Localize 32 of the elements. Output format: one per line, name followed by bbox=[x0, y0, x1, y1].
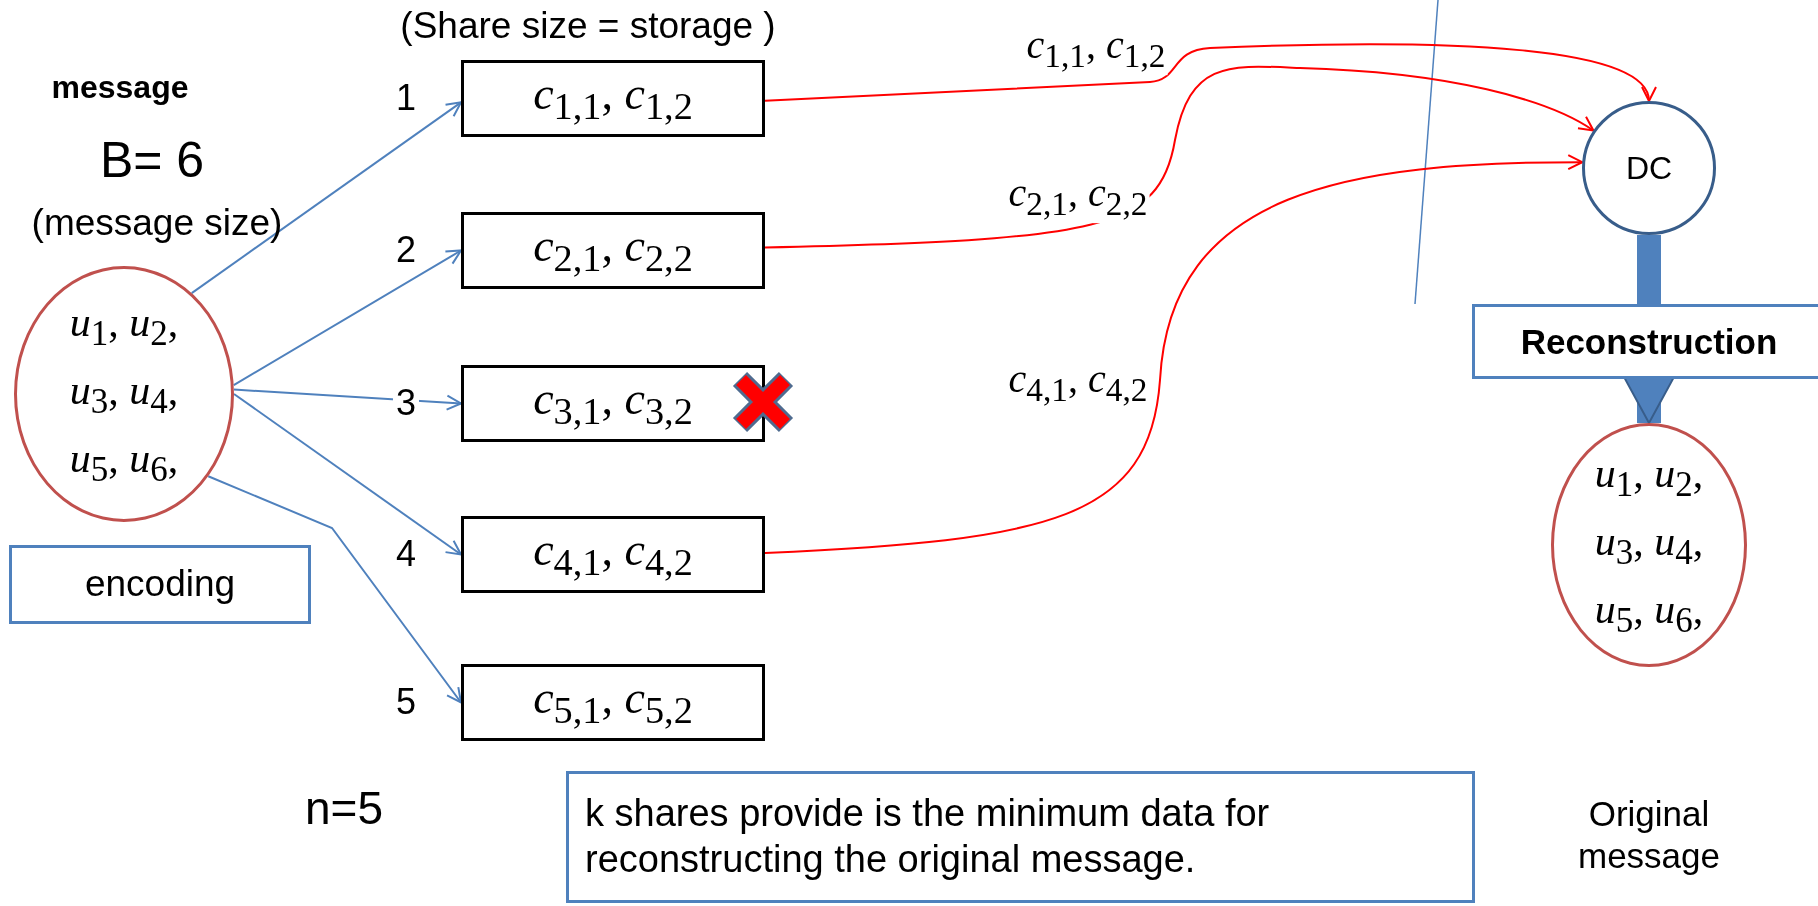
arrow bbox=[764, 154, 1584, 554]
text-label: message bbox=[51, 68, 189, 106]
text-frame bbox=[566, 771, 1475, 903]
node-text: u$_{3}$, u$_{4}$, bbox=[1594, 516, 1704, 575]
node-text: Reconstruction bbox=[1520, 320, 1778, 363]
node-text: u$_{1}$, u$_{2}$, bbox=[69, 297, 179, 356]
node-text: c$_{4,1}$, c$_{4,2}$ bbox=[533, 523, 693, 586]
node-text: c$_{2,1}$, c$_{2,2}$ bbox=[533, 219, 693, 282]
node-text: u$_{5}$, u$_{6}$, bbox=[1594, 585, 1704, 643]
text-label: B= 6 bbox=[99, 131, 205, 189]
share-box bbox=[461, 212, 765, 289]
text-frame bbox=[1472, 304, 1818, 379]
share-box bbox=[461, 365, 765, 442]
arrow bbox=[232, 388, 462, 411]
node-text: u$_{3}$, u$_{4}$, bbox=[69, 365, 179, 424]
node-text: c$_{1,1}$, c$_{1,2}$ bbox=[533, 67, 693, 130]
share-box bbox=[461, 516, 765, 593]
node-text: c$_{5,1}$, c$_{5,2}$ bbox=[533, 671, 693, 734]
share-box bbox=[461, 60, 765, 137]
text-frame bbox=[9, 545, 311, 624]
arrow bbox=[232, 249, 462, 387]
arrow bbox=[233, 393, 462, 556]
node-text: u$_{5}$, u$_{6}$, bbox=[69, 434, 179, 492]
node-text: DC bbox=[1625, 148, 1673, 188]
node-text: k shares provide is the minimum data for reconstructing the original message. bbox=[585, 791, 1271, 882]
text-label: n=5 bbox=[305, 781, 383, 835]
text-label: (message size) bbox=[31, 202, 283, 244]
node-text: encoding bbox=[84, 562, 236, 607]
node-text: u$_{1}$, u$_{2}$, bbox=[1594, 448, 1704, 507]
node-text: c$_{3,1}$, c$_{3,2}$ bbox=[533, 372, 693, 435]
text-label: (Share size = storage ) bbox=[400, 5, 776, 47]
share-box bbox=[461, 664, 765, 741]
